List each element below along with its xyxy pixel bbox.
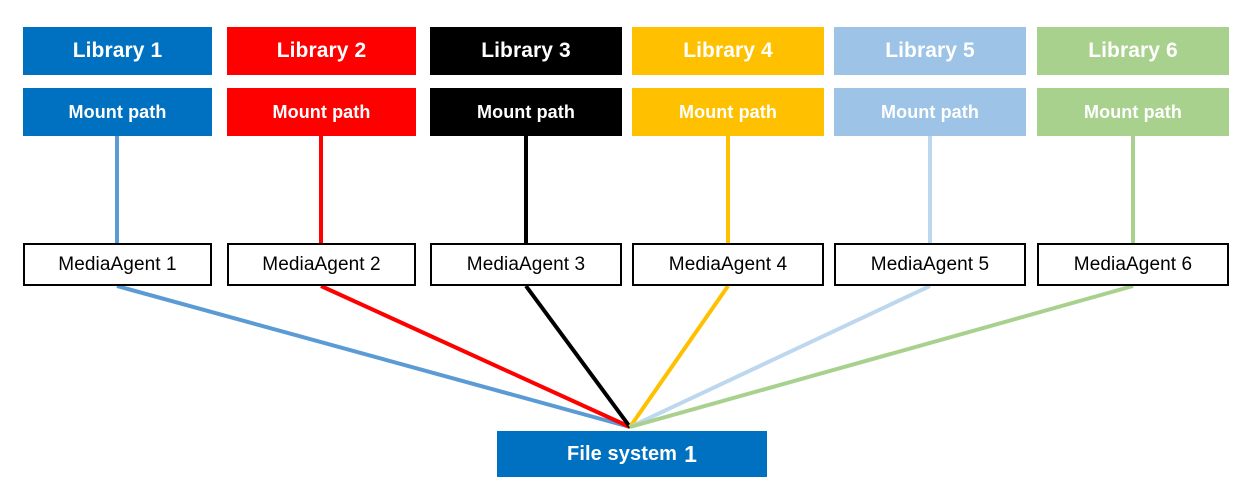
library-label-4: Library 4 [683, 39, 773, 62]
library-label-5: Library 5 [885, 39, 975, 62]
mount-path-label-5: Mount path [881, 101, 979, 122]
mount-path-box-4[interactable]: Mount path [632, 88, 824, 136]
connector-mediaagent-to-filesystem-6 [629, 284, 1134, 429]
library-label-3: Library 3 [481, 39, 571, 62]
connector-mediaagent-to-filesystem-1 [116, 284, 631, 429]
library-label-1: Library 1 [72, 39, 163, 62]
mediaagent-label-1: MediaAgent 1 [58, 253, 177, 275]
connector-mediaagent-to-filesystem-3 [524, 284, 632, 429]
mediaagent-box-1[interactable]: MediaAgent 1 [23, 243, 212, 286]
mount-path-box-6[interactable]: Mount path [1037, 88, 1229, 136]
library-box-1[interactable]: Library 1 [23, 27, 212, 75]
library-label-2: Library 2 [276, 39, 367, 62]
mediaagent-label-2: MediaAgent 2 [262, 253, 381, 275]
mediaagent-label-3: MediaAgent 3 [466, 253, 586, 275]
mediaagent-box-3[interactable]: MediaAgent 3 [430, 243, 622, 286]
mediaagent-box-6[interactable]: MediaAgent 6 [1037, 243, 1229, 286]
mount-path-label-4: Mount path [679, 101, 777, 122]
library-box-4[interactable]: Library 4 [632, 27, 824, 75]
mount-path-label-3: Mount path [477, 101, 575, 122]
mediaagent-label-6: MediaAgent 6 [1073, 253, 1193, 275]
file-system-label: File system [567, 442, 678, 465]
mount-path-box-2[interactable]: Mount path [227, 88, 416, 136]
mediaagent-box-2[interactable]: MediaAgent 2 [227, 243, 416, 286]
mount-path-label-6: Mount path [1084, 101, 1182, 122]
library-box-6[interactable]: Library 6 [1037, 27, 1229, 75]
connector-mediaagent-to-filesystem-4 [628, 284, 730, 429]
library-box-3[interactable]: Library 3 [430, 27, 622, 75]
file-system-box[interactable]: File system 1 [497, 431, 767, 477]
mediaagent-label-5: MediaAgent 5 [870, 253, 990, 275]
mediaagent-box-5[interactable]: MediaAgent 5 [834, 243, 1026, 286]
mediaagent-label-4: MediaAgent 4 [668, 253, 788, 275]
connector-mediaagent-to-filesystem-2 [320, 284, 631, 429]
mount-path-box-5[interactable]: Mount path [834, 88, 1026, 136]
mount-path-box-1[interactable]: Mount path [23, 88, 212, 136]
file-system-index: 1 [684, 440, 697, 467]
library-box-5[interactable]: Library 5 [834, 27, 1026, 75]
library-box-2[interactable]: Library 2 [227, 27, 416, 75]
mediaagent-box-4[interactable]: MediaAgent 4 [632, 243, 824, 286]
mount-path-box-3[interactable]: Mount path [430, 88, 622, 136]
mount-path-label-1: Mount path [68, 101, 167, 122]
library-label-6: Library 6 [1088, 39, 1178, 62]
mount-path-label-2: Mount path [272, 101, 371, 122]
connector-mediaagent-to-filesystem-5 [629, 284, 931, 429]
